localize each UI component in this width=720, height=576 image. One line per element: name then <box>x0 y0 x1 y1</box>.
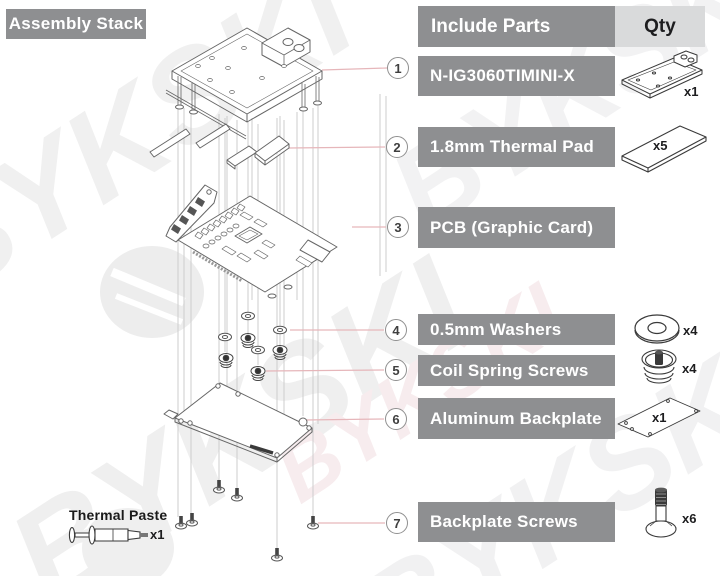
qty-label-6: x1 <box>652 410 667 425</box>
thermal-pads-drawing <box>149 123 290 170</box>
row-number-badge-6: 6 <box>385 408 407 430</box>
page-title: Assembly Stack <box>6 9 146 39</box>
qty-label-7: x6 <box>682 511 697 526</box>
qty-label-1: x1 <box>684 84 699 99</box>
include-parts-header: Include Parts <box>418 6 615 47</box>
part-label-1: N-IG3060TIMINI-X <box>418 56 615 96</box>
row-number-badge-3: 3 <box>387 216 409 238</box>
part-label-2: 1.8mm Thermal Pad <box>418 127 615 167</box>
backplate-icon <box>617 397 701 438</box>
thermal-pad-icon <box>621 125 707 173</box>
part-label-5: Coil Spring Screws <box>418 355 615 386</box>
thermal-paste-syringe-icon <box>68 525 148 545</box>
washers-drawing <box>218 311 287 355</box>
row-number-badge-5: 5 <box>385 359 407 381</box>
row-number-badge-7: 7 <box>386 512 408 534</box>
water-block-drawing <box>165 27 323 140</box>
backplate-drawing <box>163 382 313 463</box>
qty-header: Qty <box>615 6 705 47</box>
thermal-paste-qty: x1 <box>150 527 165 542</box>
part-label-3: PCB (Graphic Card) <box>418 207 615 248</box>
part-label-4: 0.5mm Washers <box>418 314 615 345</box>
washer-icon <box>634 314 680 344</box>
qty-label-5: x4 <box>682 361 697 376</box>
leader-lines <box>265 67 388 524</box>
row-number-badge-2: 2 <box>386 136 408 158</box>
pcb-drawing <box>165 184 338 299</box>
row-number-badge-4: 4 <box>385 319 407 341</box>
backplate-screw-icon <box>645 487 677 538</box>
coil-spring-screw-icon <box>641 349 677 384</box>
water-block-icon <box>621 50 703 99</box>
screws-drawing <box>175 480 319 562</box>
qty-label-2: x5 <box>653 138 668 153</box>
qty-label-4: x4 <box>683 323 698 338</box>
row-number-badge-1: 1 <box>387 57 409 79</box>
thermal-paste-label: Thermal Paste <box>69 507 168 523</box>
spring-screws-drawing <box>218 333 288 381</box>
part-label-7: Backplate Screws <box>418 502 615 542</box>
part-label-6: Aluminum Backplate <box>418 398 615 439</box>
